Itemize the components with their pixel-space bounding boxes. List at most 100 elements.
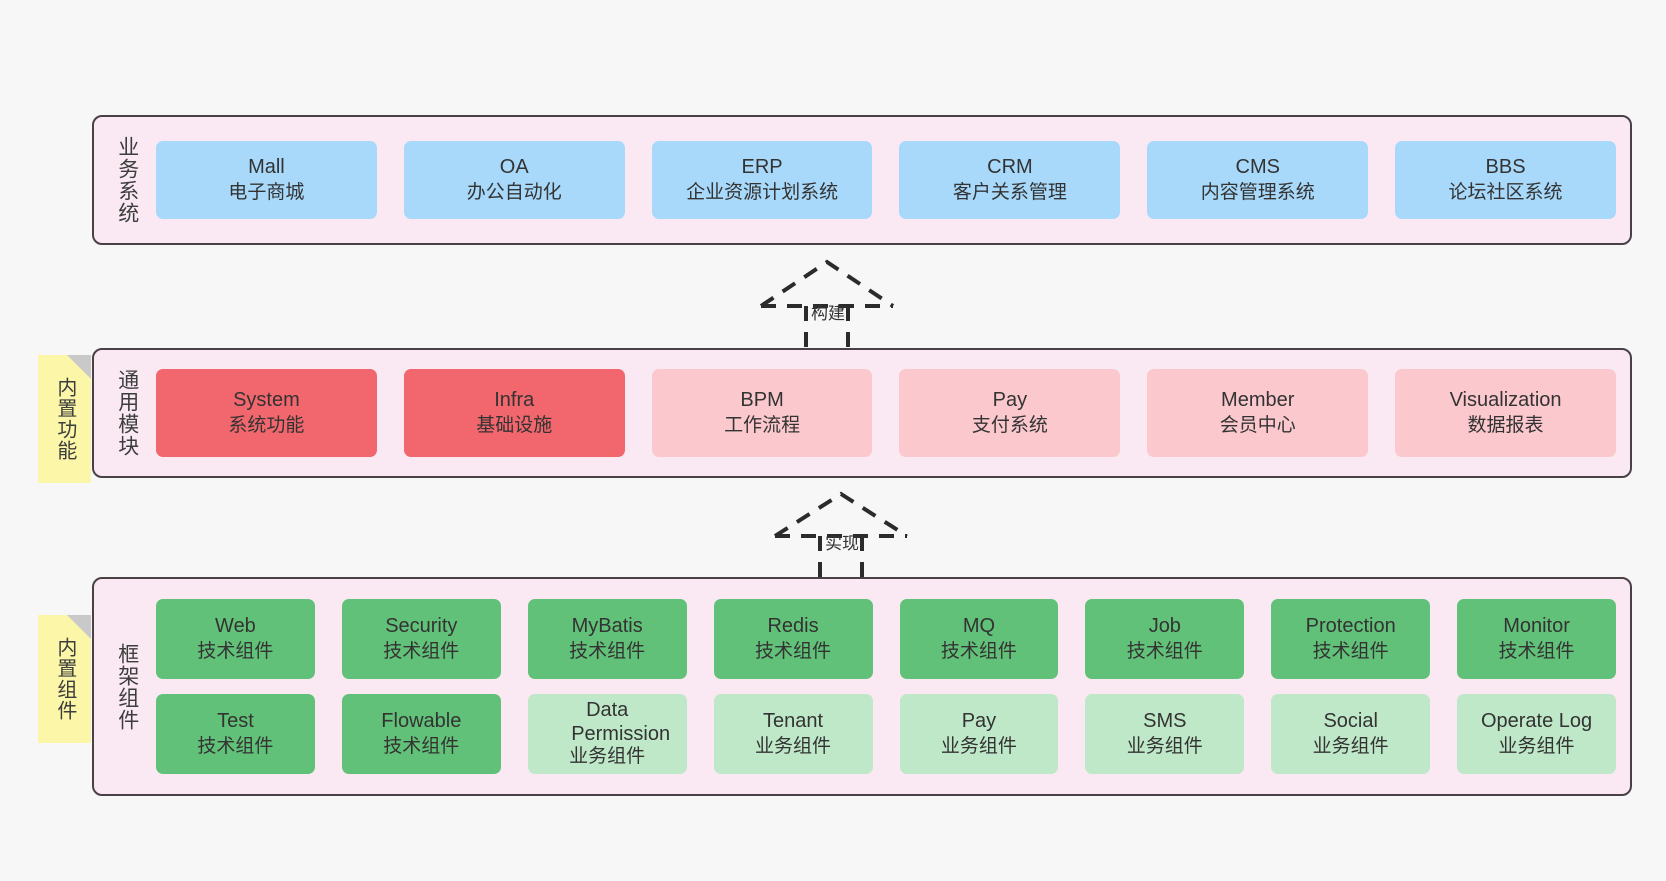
card-subtitle: 业务组件 [1126,735,1203,757]
card-title: Member [1221,389,1295,412]
card-data-permission[interactable]: Data Permission 业务组件 [527,694,687,774]
layer-title-business-systems: 业务系统 [115,136,139,224]
card-flowable[interactable]: Flowable 技术组件 [341,694,501,774]
card-subtitle: 技术组件 [940,640,1017,662]
business-component-row: Test 技术组件 Flowable 技术组件 Data Permission … [156,694,1616,774]
card-title: OA [499,156,529,179]
card-oa[interactable]: OA 办公自动化 [403,141,625,219]
card-subtitle: 基础设施 [476,414,553,436]
card-subtitle: 技术组件 [1312,640,1389,662]
card-subtitle: 业务组件 [569,746,646,768]
tech-component-row: Web 技术组件 Security 技术组件 MyBatis 技术组件 Redi… [156,599,1616,679]
card-title: Monitor [1503,615,1570,638]
card-job[interactable]: Job 技术组件 [1085,599,1245,679]
card-bpm[interactable]: BPM 工作流程 [651,369,873,457]
card-subtitle: 技术组件 [1126,640,1203,662]
card-subtitle: 技术组件 [383,640,460,662]
card-title: Social [1323,710,1378,733]
card-subtitle: 支付系统 [971,414,1048,436]
card-mq[interactable]: MQ 技术组件 [899,599,1059,679]
card-subtitle: 会员中心 [1219,414,1296,436]
card-pay-component[interactable]: Pay 业务组件 [899,694,1059,774]
card-subtitle: 办公自动化 [466,181,562,203]
layer-framework-components: 框架组件 Web 技术组件 Security 技术组件 MyBatis 技术组件… [92,577,1632,796]
card-subtitle: 电子商城 [228,181,305,203]
card-title: MQ [962,615,996,638]
card-subtitle: 业务组件 [755,735,832,757]
card-pay-module[interactable]: Pay 支付系统 [899,369,1121,457]
card-title: Web [215,615,256,638]
card-title: Visualization [1449,389,1562,412]
card-erp[interactable]: ERP 企业资源计划系统 [651,141,873,219]
card-title: BBS [1485,156,1526,179]
card-infra[interactable]: Infra 基础设施 [403,369,625,457]
card-system[interactable]: System 系统功能 [156,369,377,457]
card-title: Security [385,615,458,638]
card-title: Pay [961,710,997,733]
card-subtitle: 企业资源计划系统 [686,181,839,203]
note-fold-corner-icon [67,355,91,379]
card-subtitle: 技术组件 [755,640,832,662]
card-title: Redis [767,615,819,638]
card-visualization[interactable]: Visualization 数据报表 [1395,369,1616,457]
note-fold-corner-icon [67,615,91,639]
card-title: MyBatis [571,615,643,638]
card-subtitle: 业务组件 [1498,735,1575,757]
implement-connector-label: 实现 [825,534,859,553]
layer-body-common-modules: System 系统功能 Infra 基础设施 BPM 工作流程 Pay 支付系统… [150,350,1630,476]
layer-title-framework-components: 框架组件 [115,642,139,731]
card-title: SMS [1143,710,1187,733]
business-row: Mall 电子商城 OA 办公自动化 ERP 企业资源计划系统 CRM 客户关系… [156,141,1616,219]
card-redis[interactable]: Redis 技术组件 [713,599,873,679]
card-test[interactable]: Test 技术组件 [156,694,315,774]
card-title: Test [217,710,254,733]
note-label: 内置组件 [53,637,76,721]
card-subtitle: 技术组件 [197,640,274,662]
card-mybatis[interactable]: MyBatis 技术组件 [527,599,687,679]
card-subtitle: 技术组件 [1498,640,1575,662]
card-security[interactable]: Security 技术组件 [341,599,501,679]
card-title: CMS [1235,156,1280,179]
card-protection[interactable]: Protection 技术组件 [1271,599,1431,679]
card-sms[interactable]: SMS 业务组件 [1085,694,1245,774]
card-crm[interactable]: CRM 客户关系管理 [899,141,1121,219]
card-subtitle: 数据报表 [1467,414,1544,436]
card-social[interactable]: Social 业务组件 [1271,694,1431,774]
note-label: 内置功能 [53,377,76,461]
card-subtitle: 技术组件 [197,735,274,757]
card-title: Flowable [381,710,462,733]
card-subtitle: 系统功能 [228,414,305,436]
card-mall[interactable]: Mall 电子商城 [156,141,377,219]
card-subtitle: 技术组件 [569,640,646,662]
implement-connector: 实现 [772,490,912,578]
module-row: System 系统功能 Infra 基础设施 BPM 工作流程 Pay 支付系统… [156,369,1616,457]
card-title: CRM [987,156,1033,179]
card-subtitle: 客户关系管理 [952,181,1067,203]
note-builtin-components: 内置组件 [38,615,91,743]
card-subtitle: 内容管理系统 [1200,181,1315,203]
card-title: ERP [741,156,783,179]
build-connector-label: 构建 [811,304,845,323]
card-title: Job [1148,615,1181,638]
note-builtin-functions: 内置功能 [38,355,91,483]
card-title: Pay [992,389,1028,412]
card-title: Infra [494,389,535,412]
layer-body-business-systems: Mall 电子商城 OA 办公自动化 ERP 企业资源计划系统 CRM 客户关系… [150,117,1630,243]
card-operate-log[interactable]: Operate Log 业务组件 [1457,694,1616,774]
layer-title-common-modules: 通用模块 [115,369,139,457]
layer-business-systems: 业务系统 Mall 电子商城 OA 办公自动化 ERP 企业资源计划系统 CRM… [92,115,1632,245]
card-tenant[interactable]: Tenant 业务组件 [713,694,873,774]
card-title: Operate Log [1480,710,1593,733]
card-subtitle: 工作流程 [724,414,801,436]
card-subtitle: 业务组件 [1312,735,1389,757]
card-title: Data Permission [571,699,671,745]
card-subtitle: 业务组件 [940,735,1017,757]
card-title: Tenant [763,710,824,733]
card-title: Mall [248,156,285,179]
card-web[interactable]: Web 技术组件 [156,599,315,679]
card-monitor[interactable]: Monitor 技术组件 [1457,599,1616,679]
card-member[interactable]: Member 会员中心 [1147,369,1369,457]
card-cms[interactable]: CMS 内容管理系统 [1147,141,1369,219]
card-title: BPM [740,389,784,412]
card-bbs[interactable]: BBS 论坛社区系统 [1395,141,1616,219]
